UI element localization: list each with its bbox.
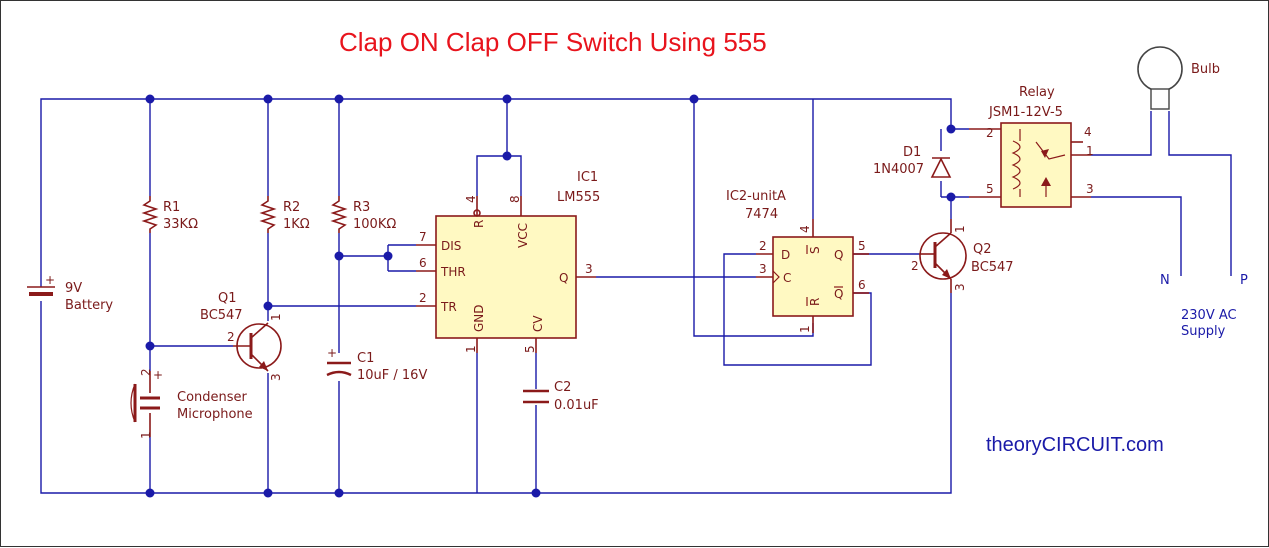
relay-ref: Relay [1019, 85, 1055, 100]
resistor-r3: R3 100KΩ [330, 196, 396, 233]
ic2-d: D [781, 248, 790, 262]
ic1-pin-r: 4 [464, 195, 478, 203]
battery: + 9V Battery [27, 273, 113, 313]
ic2-value: 7474 [745, 207, 778, 222]
q1-pin-e: 3 [269, 373, 283, 381]
q1-pin-b: 2 [227, 330, 235, 344]
ic1-q: Q [559, 271, 568, 285]
relay-pin-3: 3 [1086, 182, 1094, 196]
q1-ref: Q1 [218, 291, 237, 306]
brand-watermark: theoryCIRCUIT.com [986, 434, 1164, 456]
relay-value: JSM1-12V-5 [988, 105, 1063, 120]
mains-supply: N P 230V AC Supply [1160, 273, 1248, 339]
relay-pin-2: 2 [986, 126, 994, 140]
ic2-s: S [808, 246, 822, 254]
relay-pin-5: 5 [986, 182, 994, 196]
capacitor-c2: C2 0.01uF [523, 380, 599, 413]
mains-p: P [1240, 273, 1248, 288]
svg-text:+: + [153, 368, 163, 382]
resistor-r2: R2 1KΩ [259, 196, 310, 233]
transistor-q2: 2 1 3 Q2 BC547 [911, 219, 1014, 293]
ic2-pin-r: 1 [798, 325, 812, 333]
r1-value: 33KΩ [163, 217, 198, 232]
capacitor-c1: + C1 10uF / 16V [326, 346, 427, 383]
svg-text:+: + [45, 273, 55, 287]
resistor-r1: R1 33KΩ [141, 196, 198, 233]
mains-n: N [1160, 273, 1170, 288]
diode-d1: D1 1N4007 [873, 145, 952, 178]
ic2-pin-s: 4 [798, 225, 812, 233]
d1-value: 1N4007 [873, 162, 924, 177]
ic1-vcc: VCC [516, 223, 530, 248]
r3-ref: R3 [353, 200, 370, 215]
bulb-label: Bulb [1191, 62, 1220, 77]
ic1-tr: TR [440, 300, 457, 314]
ic1-pin-cv: 5 [523, 345, 537, 353]
ic1-dis: DIS [441, 239, 461, 253]
ic1-lm555: DIS THR TR Q GND CV VCC R 7 6 2 3 4 8 1 … [416, 170, 600, 353]
ic1-cv: CV [531, 315, 545, 332]
c1-value: 10uF / 16V [357, 368, 427, 383]
battery-value: 9V [65, 281, 82, 296]
mic-pin-p: 2 [139, 368, 153, 376]
mic-pin-n: 1 [139, 431, 153, 439]
ic2-pin-c: 3 [759, 262, 767, 276]
r1-ref: R1 [163, 200, 180, 215]
ic1-value: LM555 [557, 190, 600, 205]
ic1-pin-dis: 7 [419, 230, 427, 244]
ic1-pin-q: 3 [585, 262, 593, 276]
q2-ref: Q2 [973, 242, 992, 257]
r2-ref: R2 [283, 200, 300, 215]
ic1-gnd: GND [472, 304, 486, 332]
ic2-pin-d: 2 [759, 239, 767, 253]
mains-line1: 230V AC [1181, 308, 1237, 323]
mic-line1: Condenser [177, 390, 248, 405]
ic1-ref: IC1 [577, 170, 598, 185]
q2-pin-e: 3 [953, 283, 967, 291]
relay-pin-4: 4 [1084, 125, 1092, 139]
ic1-pin-gnd: 1 [464, 345, 478, 353]
ic1-thr: THR [440, 265, 466, 279]
ic2-pin-qn: 6 [858, 278, 866, 292]
q2-pin-b: 2 [911, 259, 919, 273]
q2-value: BC547 [971, 260, 1014, 275]
battery-name: Battery [65, 298, 113, 313]
q2-pin-c: 1 [953, 225, 967, 233]
relay-pin-1: 1 [1086, 144, 1094, 158]
ic2-q: Q [834, 248, 843, 262]
ic1-pin-vcc: 8 [508, 195, 522, 203]
q1-pin-c: 1 [269, 313, 283, 321]
c2-value: 0.01uF [554, 398, 599, 413]
ic1-pin-tr: 2 [419, 291, 427, 305]
ic2-7474: D C Q Q S R 2 3 5 6 4 1 IC2-unitA 7474 [726, 189, 869, 333]
ic2-r: R [808, 298, 822, 306]
bulb: Bulb [1137, 46, 1220, 110]
junctions [145, 94, 956, 498]
d1-ref: D1 [903, 145, 921, 160]
ic1-r: R [472, 220, 486, 228]
condenser-microphone: + 2 1 Condenser Microphone [130, 368, 253, 439]
c1-ref: C1 [357, 351, 374, 366]
c2-ref: C2 [554, 380, 571, 395]
diagram-title: Clap ON Clap OFF Switch Using 555 [339, 27, 767, 57]
ic2-qn: Q [834, 287, 843, 301]
ic2-pin-q: 5 [858, 239, 866, 253]
mains-line2: Supply [1181, 324, 1226, 339]
ic2-ref: IC2-unitA [726, 189, 786, 204]
ic1-pin-thr: 6 [419, 256, 427, 270]
r2-value: 1KΩ [283, 217, 310, 232]
q1-value: BC547 [200, 308, 243, 323]
ic2-c: C [783, 271, 791, 285]
relay: 2 4 1 5 3 Relay JSM1-12V-5 [969, 85, 1094, 208]
mic-line2: Microphone [177, 407, 253, 422]
r3-value: 100KΩ [353, 217, 396, 232]
svg-text:+: + [327, 346, 337, 360]
transistor-q1: 2 1 3 Q1 BC547 [200, 291, 283, 381]
